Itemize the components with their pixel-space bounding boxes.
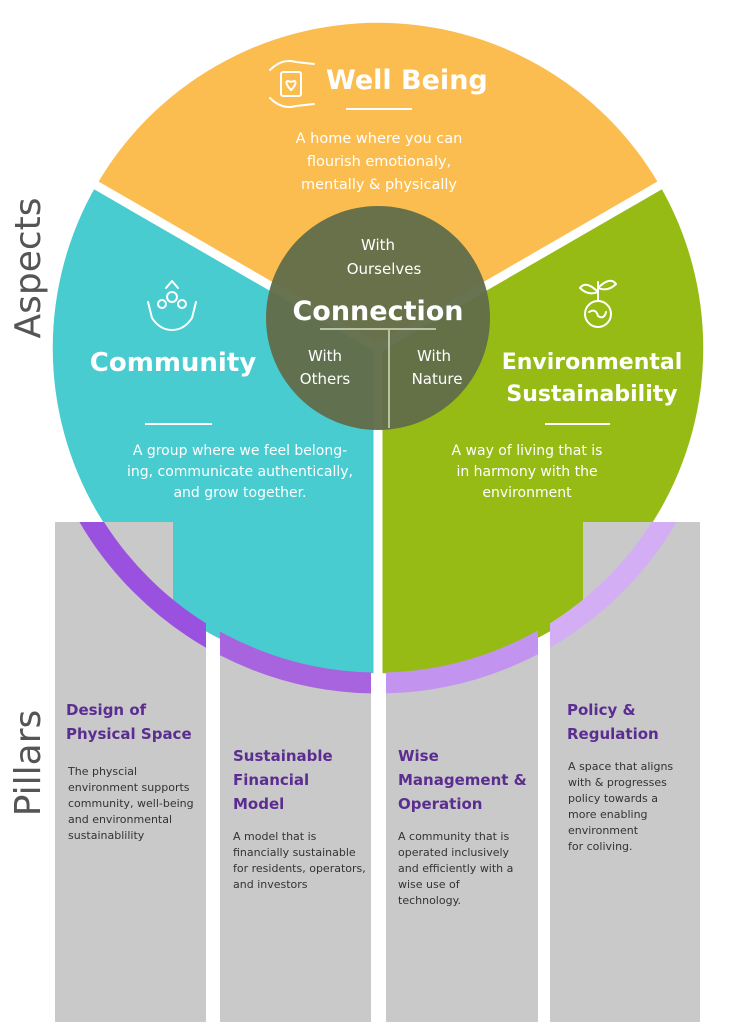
community-desc-3: and grow together.: [173, 485, 306, 501]
environment-title-1: Environmental: [502, 350, 683, 375]
well-being-desc-2: flourish emotionaly,: [307, 154, 451, 170]
pillar-3-desc-3: and efficiently with a: [398, 862, 513, 875]
with-nature-line1: With: [417, 347, 451, 365]
pillar-1-desc-3: community, well-being: [68, 797, 194, 810]
pillar-2-desc-4: and investors: [233, 878, 308, 891]
pillar-4-desc-6: for coliving.: [568, 840, 633, 853]
pillar-4-desc-1: A space that aligns: [568, 760, 673, 773]
pillar-3-title-1: Wise: [398, 747, 439, 765]
pillar-1-desc-5: sustainablility: [68, 829, 145, 842]
pillar-4-desc-2: with & progresses: [568, 776, 667, 789]
pillar-3-desc-4: wise use of: [398, 878, 461, 891]
pillar-3-desc-2: operated inclusively: [398, 846, 510, 859]
pillar-2-desc-2: financially sustainable: [233, 846, 356, 859]
pillar-1-desc-2: environment supports: [68, 781, 190, 794]
well-being-desc-1: A home where you can: [296, 131, 463, 147]
pillars-label: Pillars: [8, 710, 49, 817]
pillar-1-title-1: Design of: [66, 701, 147, 719]
plant-globe-icon: [579, 279, 617, 328]
aspects-label: Aspects: [8, 197, 49, 338]
community-desc-1: A group where we feel belong-: [133, 443, 347, 459]
with-others-line2: Others: [300, 370, 351, 388]
with-others-line1: With: [308, 347, 342, 365]
connection-circle: [266, 206, 490, 430]
environment-title-2: Sustainability: [506, 382, 677, 407]
pillar-bar-management: [386, 645, 538, 1022]
pillar-1-title-2: Physical Space: [66, 725, 192, 743]
pillar-4-desc-5: environment: [568, 824, 639, 837]
environment-desc-3: environment: [482, 485, 572, 501]
with-ourselves-line1: With: [361, 236, 395, 254]
well-being-title: Well Being: [326, 65, 488, 96]
pillar-4-desc-4: more enabling: [568, 808, 648, 821]
connection-dividers: [320, 328, 436, 428]
connection-title: Connection: [292, 296, 463, 327]
pillar-3-desc-1: A community that is: [398, 830, 509, 843]
pillar-4-title-2: Regulation: [567, 725, 659, 743]
pillar-4-title-1: Policy &: [567, 701, 636, 719]
pillar-4-desc-3: policy towards a: [568, 792, 658, 805]
with-ourselves-line2: Ourselves: [347, 260, 422, 278]
with-nature-line2: Nature: [412, 370, 463, 388]
pillar-2-desc-3: for residents, operators,: [233, 862, 366, 875]
pillar-3-title-2: Management &: [398, 771, 527, 789]
community-hands-icon: [147, 280, 197, 331]
community-title: Community: [90, 348, 256, 378]
hands-heart-icon: [269, 60, 315, 108]
pillar-2-desc-1: A model that is: [233, 830, 317, 843]
environment-desc-2: in harmony with the: [456, 464, 597, 480]
pillar-3-desc-5: technology.: [398, 894, 461, 907]
pillar-bar-financial: [220, 645, 371, 1022]
pillar-2-title-3: Model: [233, 795, 284, 813]
well-being-desc-3: mentally & physically: [301, 177, 457, 193]
pillar-2-title-1: Sustainable: [233, 747, 333, 765]
pillar-3-title-3: Operation: [398, 795, 482, 813]
pillar-2-title-2: Financial: [233, 771, 309, 789]
community-desc-2: ing, communicate authentically,: [127, 464, 353, 480]
pillar-1-desc-4: and environmental: [68, 813, 172, 826]
environment-desc-1: A way of living that is: [452, 443, 603, 459]
pillar-1-desc-1: The physcial: [67, 765, 137, 778]
